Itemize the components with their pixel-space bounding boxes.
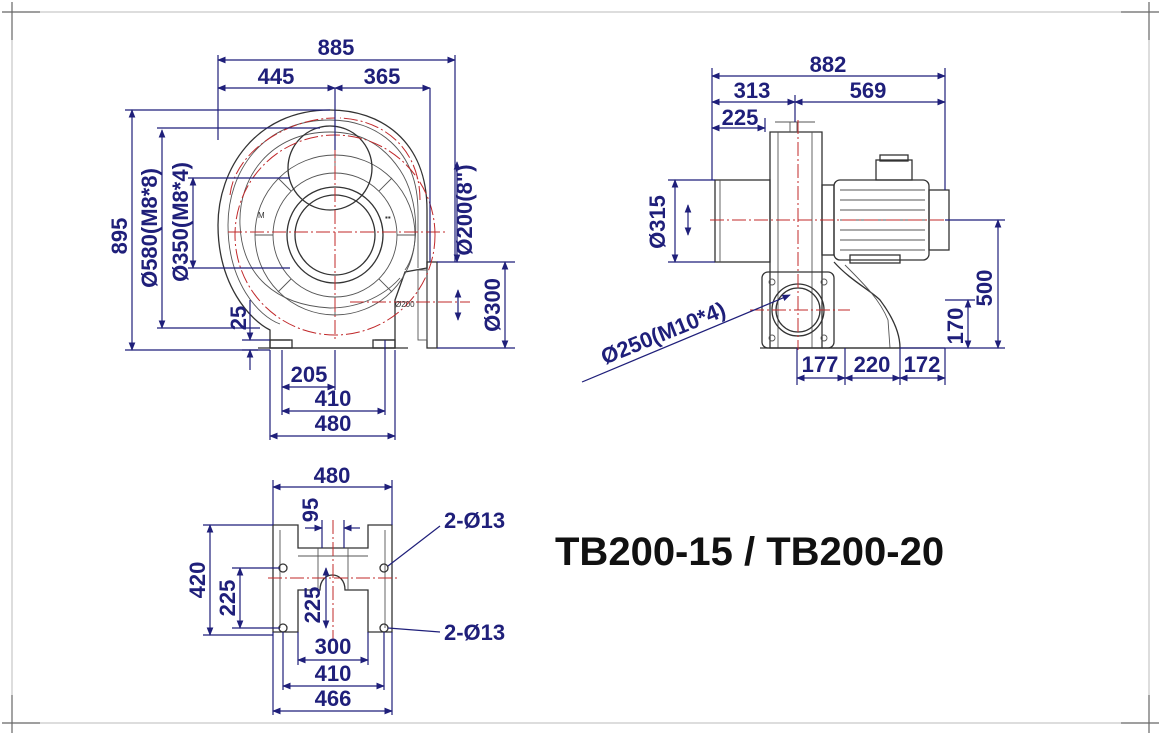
- base-view: [268, 520, 398, 640]
- base-dim-410: 410: [315, 661, 352, 686]
- front-dim-350: Ø350(M8*4): [168, 162, 193, 282]
- side-dim-882: 882: [810, 52, 847, 77]
- side-dim-500: 500: [972, 270, 997, 307]
- front-bolt-mark: M: [258, 211, 265, 220]
- side-view: [710, 120, 950, 350]
- base-dim-466: 466: [315, 686, 352, 711]
- side-dim-315: Ø315: [645, 195, 670, 249]
- base-hole-label-bottom: 2-Ø13: [444, 620, 505, 645]
- front-dim-365: 365: [364, 64, 401, 89]
- base-dims: [203, 480, 441, 715]
- front-view: M ▪▪: [217, 100, 470, 349]
- base-hole-label-top: 2-Ø13: [444, 508, 505, 533]
- front-volute-housing: [217, 109, 428, 349]
- front-outlet-flange: [426, 261, 438, 349]
- base-dim-225-outer: 225: [215, 580, 240, 617]
- side-dim-569: 569: [850, 78, 887, 103]
- front-dim-445: 445: [258, 64, 295, 89]
- side-dim-220: 220: [854, 352, 891, 377]
- side-dim-172: 172: [904, 352, 941, 377]
- front-bolt-mark-right: ▪▪: [385, 213, 391, 222]
- side-dim-170: 170: [943, 308, 968, 345]
- side-dim-313: 313: [734, 78, 771, 103]
- side-dim-225: 225: [722, 105, 759, 130]
- model-title: TB200-15 / TB200-20: [555, 530, 944, 574]
- front-dim-885: 885: [318, 35, 355, 60]
- side-dim-177: 177: [802, 352, 839, 377]
- side-dims: [581, 68, 1005, 385]
- front-dims: [125, 55, 515, 440]
- base-dim-420: 420: [185, 562, 210, 599]
- side-dim-250: Ø250(M10*4): [597, 297, 729, 370]
- front-dim-205: 205: [291, 362, 328, 387]
- base-dim-300: 300: [315, 634, 352, 659]
- base-dim-225-inner: 225: [300, 587, 325, 624]
- base-dim-480: 480: [314, 463, 351, 488]
- front-dim-895: 895: [107, 218, 132, 255]
- front-dim-410: 410: [315, 386, 352, 411]
- base-dim-95: 95: [298, 498, 323, 522]
- front-outlet-label: Ø200: [395, 300, 415, 309]
- front-dim-300: Ø300: [480, 278, 505, 332]
- base-plate: [272, 524, 393, 633]
- front-dim-200: Ø200(8"): [452, 164, 477, 255]
- front-dim-480: 480: [315, 411, 352, 436]
- side-inlet-cylinder: [714, 179, 771, 263]
- front-dim-25: 25: [226, 306, 251, 330]
- front-dim-580: Ø580(M8*8): [137, 168, 162, 288]
